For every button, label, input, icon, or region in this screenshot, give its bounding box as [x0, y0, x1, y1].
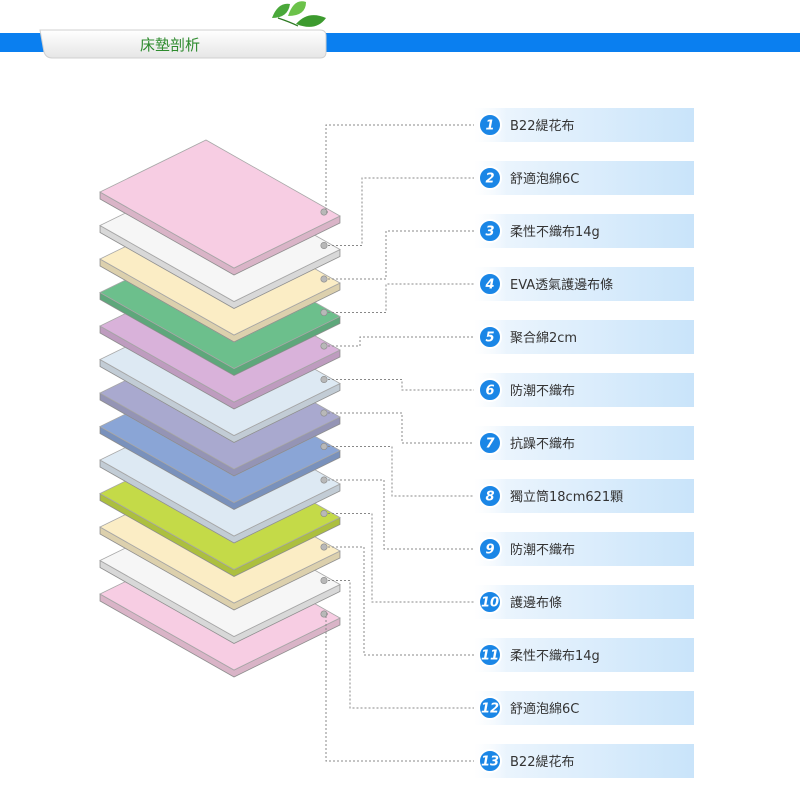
number-badge [478, 378, 502, 402]
number-badge-label: 10 [481, 596, 499, 611]
number-badge-label: 13 [481, 755, 499, 770]
leader-line-6 [328, 379, 474, 391]
legend-item-12: 12 舒適泡綿6C [474, 691, 694, 725]
legend-item-background [474, 214, 694, 248]
legend-item-background [474, 320, 694, 354]
header-tab [39, 29, 327, 59]
number-badge-label: 7 [485, 437, 495, 452]
number-badge [478, 537, 502, 561]
leader-line-2 [328, 177, 474, 246]
number-badge [478, 431, 502, 455]
leader-line-1 [325, 124, 474, 213]
legend-item-label: 防潮不織布 [510, 383, 575, 399]
legend-item-11: 11 柔性不織布14g [474, 638, 694, 672]
number-badge-label: 2 [485, 172, 494, 187]
layer-anchor-dot [320, 476, 328, 484]
legend-item-background [474, 585, 694, 619]
legend-item-label: 防潮不織布 [510, 542, 575, 558]
legend-item-5: 5 聚合綿2cm [474, 320, 694, 354]
number-badge [478, 696, 502, 720]
legend-item-1: 1 B22緹花布 [474, 108, 694, 142]
legend-item-10: 10 護邊布條 [474, 585, 694, 619]
number-badge [478, 643, 502, 667]
layer-anchor-dot [320, 442, 328, 450]
number-badge-label: 1 [485, 119, 494, 134]
legend-item-13: 13 B22緹花布 [474, 744, 694, 778]
leader-line-7 [328, 412, 474, 444]
layer-anchor-dot [320, 509, 328, 517]
legend-item-label: 舒適泡綿6C [510, 171, 579, 187]
number-badge-label: 4 [484, 278, 494, 293]
legend-item-8: 8 獨立筒18cm621顆 [474, 479, 694, 513]
number-badge [478, 484, 502, 508]
legend-item-9: 9 防潮不織布 [474, 532, 694, 566]
legend-item-background [474, 532, 694, 566]
legend-item-label: B22緹花布 [510, 118, 574, 134]
number-badge [478, 166, 502, 190]
legend-item-background [474, 373, 694, 407]
header: 床墊剖析 [0, 1, 800, 59]
number-badge-label: 3 [485, 225, 494, 240]
legend-item-label: EVA透氣護邊布條 [510, 277, 613, 293]
leader-line-9 [328, 479, 474, 550]
legend-item-2: 2 舒適泡綿6C [474, 161, 694, 195]
legend-item-3: 3 柔性不織布14g [474, 214, 694, 248]
legend-item-7: 7 抗躁不織布 [474, 426, 694, 460]
layer-anchor-dot [320, 543, 328, 551]
number-badge-label: 6 [485, 384, 494, 399]
leader-line-13 [325, 613, 474, 762]
legend-item-label: 舒適泡綿6C [510, 701, 579, 717]
leader-lines [325, 124, 474, 762]
number-badge-label: 8 [485, 490, 494, 505]
number-badge-label: 5 [485, 331, 494, 346]
number-badge-label: 11 [481, 649, 499, 664]
legend-item-background [474, 108, 694, 142]
legend-item-label: 聚合綿2cm [510, 331, 577, 346]
number-badge [478, 325, 502, 349]
layer-stack [99, 139, 341, 678]
legend-item-background [474, 267, 694, 301]
legend-item-label: 柔性不織布14g [510, 649, 600, 664]
legend-item-label: 柔性不織布14g [510, 225, 600, 240]
legend-item-label: 抗躁不織布 [510, 437, 575, 452]
leader-line-11 [328, 546, 474, 656]
legend-item-background [474, 479, 694, 513]
layer-anchor-dot [320, 342, 328, 350]
leader-line-4 [328, 283, 474, 313]
legend-item-label: B22緹花布 [510, 754, 574, 770]
number-badge [478, 272, 502, 296]
header-title: 床墊剖析 [140, 36, 200, 54]
legend-item-label: 護邊布條 [510, 595, 562, 611]
number-badge [478, 219, 502, 243]
number-badge-label: 9 [485, 543, 494, 558]
legend-item-label: 獨立筒18cm621顆 [510, 489, 623, 505]
number-badge [478, 590, 502, 614]
number-badge [478, 113, 502, 137]
layer-anchor-dot [320, 308, 328, 316]
legend-item-background [474, 426, 694, 460]
leaf-icon [272, 1, 326, 27]
leader-line-12 [328, 580, 474, 709]
mattress-layer-1 [99, 139, 341, 276]
legend-item-background [474, 744, 694, 778]
layer-top [99, 139, 341, 269]
leader-line-3 [328, 230, 474, 280]
layer-anchor-dot [320, 409, 328, 417]
layer-anchor-dot [320, 576, 328, 584]
legend-item-background [474, 691, 694, 725]
legend-item-4: 4 EVA透氣護邊布條 [474, 267, 694, 301]
layer-anchor-dot [320, 275, 328, 283]
number-badge [478, 749, 502, 773]
layer-anchor-dot [320, 242, 328, 250]
number-badge-label: 12 [481, 702, 499, 717]
leader-line-10 [328, 513, 474, 603]
leader-line-5 [328, 336, 474, 347]
layer-anchor-dot [320, 375, 328, 383]
legend-item-background [474, 161, 694, 195]
leader-line-8 [328, 446, 474, 497]
legend-item-background [474, 638, 694, 672]
legend-item-6: 6 防潮不織布 [474, 373, 694, 407]
